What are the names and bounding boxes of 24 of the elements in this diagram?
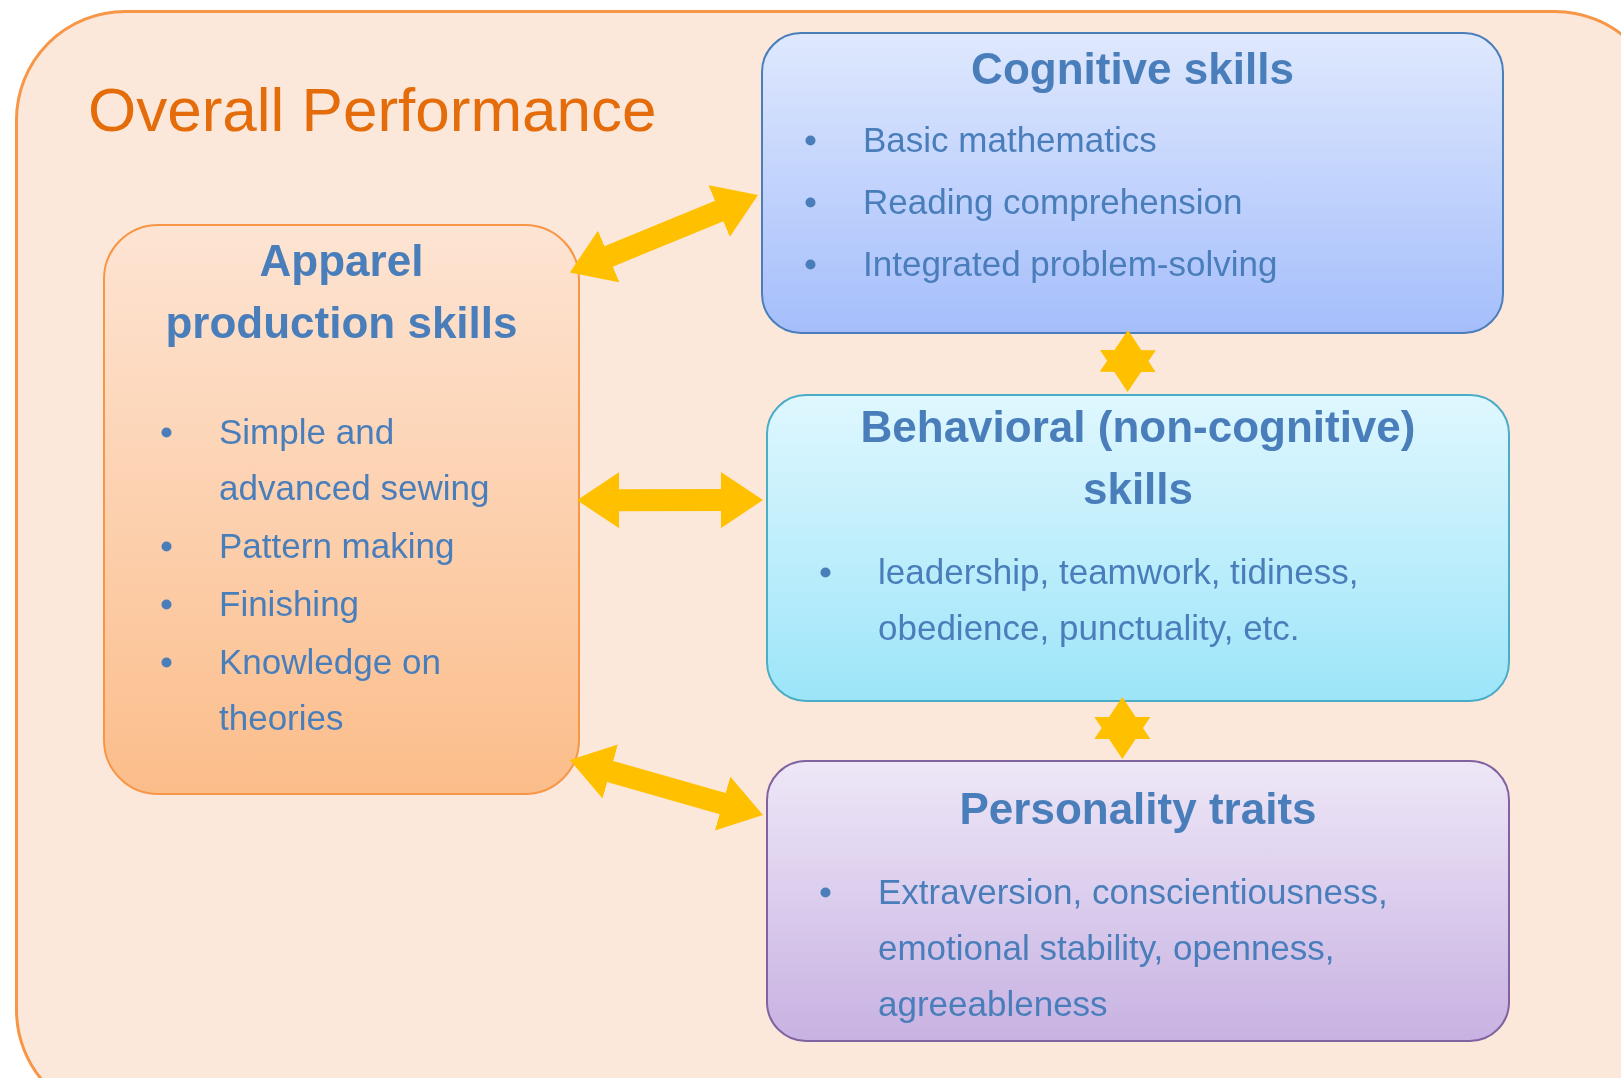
bullet-item: Reading comprehension — [862, 181, 1244, 223]
double-arrow — [569, 185, 758, 283]
bullet-item: Knowledge on theories — [218, 641, 442, 739]
box-heading: Cognitive skills — [970, 43, 1295, 95]
skill-box — [766, 394, 1510, 702]
double-arrow — [1099, 330, 1156, 392]
panel-title: Overall Performance — [88, 74, 657, 146]
bullet-item: Extraversion, conscientiousness, emotional stability, openness, agreeableness — [877, 871, 1389, 1025]
bullet-item: Basic mathematics — [862, 119, 1158, 161]
box-heading: Behavioral (non-cognitive) skills — [859, 401, 1417, 515]
box-heading: Personality traits — [958, 783, 1318, 835]
skill-box — [103, 224, 580, 795]
trait-box — [766, 760, 1510, 1042]
bullet-item: leadership, teamwork, tidiness, obedience, punctuality, etc. — [877, 551, 1360, 649]
bullet-item: Integrated problem-solving — [862, 243, 1279, 285]
bullet-item: Finishing — [218, 583, 361, 625]
double-arrow — [569, 744, 763, 831]
outer-panel — [15, 10, 1621, 1078]
skill-box — [761, 32, 1504, 334]
bullet-item: Pattern making — [218, 525, 456, 567]
double-arrow — [1094, 697, 1151, 759]
bullet-item: Simple and advanced sewing — [218, 411, 491, 509]
double-arrow — [577, 472, 763, 529]
box-heading: Apparel production skills — [164, 235, 519, 349]
